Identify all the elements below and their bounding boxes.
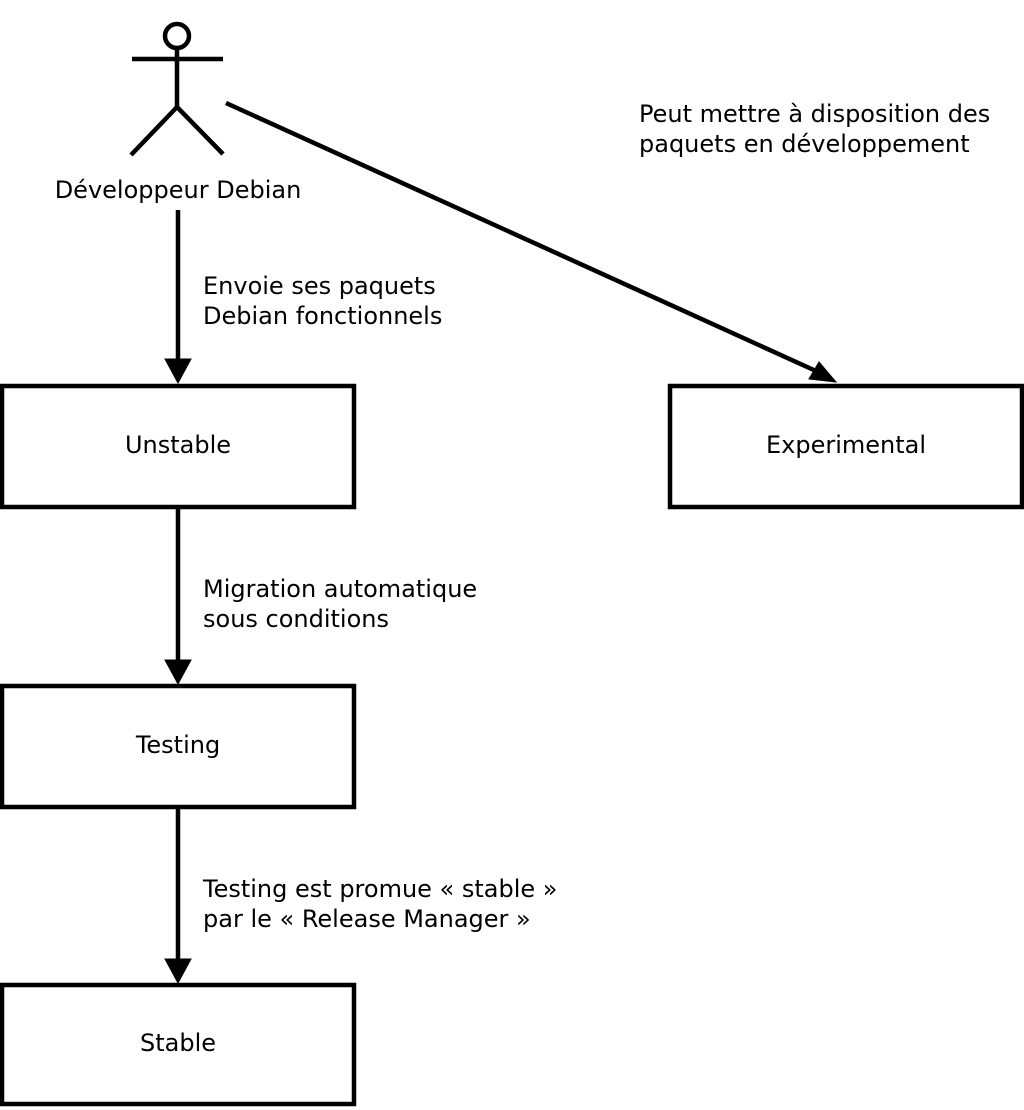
- node-box: [0, 383, 357, 510]
- edge-label-migration-line1: Migration automatique: [203, 575, 477, 603]
- arrow-developer-to-experimental: [225, 100, 838, 383]
- arrow-unstable-to-testing: [164, 509, 192, 686]
- edge-label-envoie-line2: Debian fonctionnels: [203, 302, 442, 330]
- edge-label-migration-line2: sous conditions: [203, 605, 389, 633]
- node-label: Experimental: [766, 431, 926, 459]
- developer-actor-icon: [129, 21, 225, 157]
- edge-label-peut-line2: paquets en développement: [639, 130, 970, 158]
- actor-left-leg: [129, 105, 179, 157]
- edge-label-promue-line2: par le « Release Manager »: [203, 905, 531, 933]
- actor-head: [162, 21, 192, 51]
- arrowhead-icon: [808, 361, 838, 383]
- node-box: [0, 982, 357, 1107]
- node-unstable: Unstable: [0, 383, 357, 510]
- node-label: Testing: [135, 731, 220, 759]
- node-testing: Testing: [0, 683, 357, 810]
- arrowhead-icon: [164, 958, 192, 985]
- arrowhead-icon: [164, 358, 192, 385]
- arrow-testing-to-stable: [164, 809, 192, 985]
- arrow-shaft: [225, 100, 817, 374]
- actor-right-leg: [175, 105, 225, 156]
- node-box: [667, 383, 1024, 510]
- arrowhead-icon: [164, 659, 192, 686]
- edge-label-envoie-line1: Envoie ses paquets: [203, 272, 436, 300]
- node-stable: Stable: [0, 982, 357, 1107]
- node-label: Stable: [140, 1029, 216, 1057]
- node-label: Unstable: [125, 431, 231, 459]
- arrow-developer-to-unstable: [164, 210, 192, 385]
- actor-label: Développeur Debian: [55, 176, 302, 204]
- edge-label-promue-line1: Testing est promue « stable »: [202, 875, 557, 903]
- node-box: [0, 683, 357, 810]
- edge-label-peut-line1: Peut mettre à disposition des: [639, 100, 990, 128]
- node-experimental: Experimental: [667, 383, 1024, 510]
